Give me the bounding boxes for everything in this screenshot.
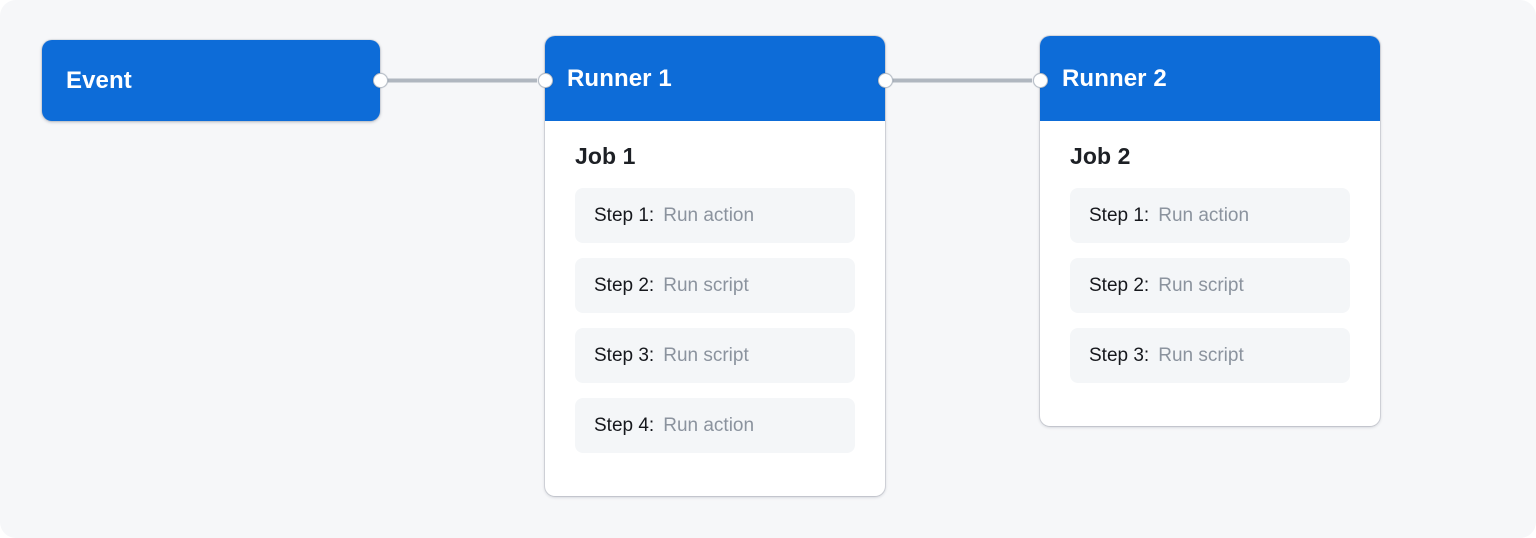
step-row[interactable]: Step 1: Run action xyxy=(575,188,855,243)
step-value: Run action xyxy=(663,414,755,436)
node-runner-1-header-title: Runner 1 xyxy=(567,64,672,92)
node-event[interactable]: Event xyxy=(42,40,380,121)
step-list-runner-2: Step 1: Run action Step 2: Run script St… xyxy=(1070,188,1350,383)
connection-handle-runner-1-output[interactable] xyxy=(878,73,893,88)
step-row[interactable]: Step 3: Run script xyxy=(575,328,855,383)
step-row[interactable]: Step 1: Run action xyxy=(1070,188,1350,243)
step-row[interactable]: Step 3: Run script xyxy=(1070,328,1350,383)
step-value: Run action xyxy=(663,204,755,226)
connection-handle-event-output[interactable] xyxy=(373,73,388,88)
step-value: Run script xyxy=(1158,344,1244,366)
node-runner-2-body: Job 2 Step 1: Run action Step 2: Run scr… xyxy=(1040,121,1380,383)
step-value: Run script xyxy=(663,344,749,366)
step-label: Step 1: xyxy=(1089,204,1150,226)
node-runner-2-header-title: Runner 2 xyxy=(1062,64,1167,92)
step-label: Step 3: xyxy=(1089,344,1150,366)
step-value: Run script xyxy=(663,274,749,296)
node-runner-2[interactable]: Runner 2 Job 2 Step 1: Run action Step 2… xyxy=(1040,36,1380,426)
step-label: Step 3: xyxy=(594,344,655,366)
step-label: Step 2: xyxy=(594,274,655,296)
step-value: Run action xyxy=(1158,204,1250,226)
node-runner-2-header: Runner 2 xyxy=(1040,36,1380,121)
node-event-title: Event xyxy=(66,66,132,94)
step-list-runner-1: Step 1: Run action Step 2: Run script St… xyxy=(575,188,855,453)
node-runner-1-body: Job 1 Step 1: Run action Step 2: Run scr… xyxy=(545,121,885,453)
step-row[interactable]: Step 2: Run script xyxy=(575,258,855,313)
step-label: Step 2: xyxy=(1089,274,1150,296)
job-title-1: Job 1 xyxy=(575,143,636,169)
step-label: Step 1: xyxy=(594,204,655,226)
node-runner-1-header: Runner 1 xyxy=(545,36,885,121)
step-row[interactable]: Step 4: Run action xyxy=(575,398,855,453)
step-value: Run script xyxy=(1158,274,1244,296)
job-title-2: Job 2 xyxy=(1070,143,1131,169)
step-label: Step 4: xyxy=(594,414,655,436)
connection-handle-runner-1-input[interactable] xyxy=(538,73,553,88)
node-runner-1[interactable]: Runner 1 Job 1 Step 1: Run action Step 2… xyxy=(545,36,885,496)
step-row[interactable]: Step 2: Run script xyxy=(1070,258,1350,313)
connection-handle-runner-2-input[interactable] xyxy=(1033,73,1048,88)
